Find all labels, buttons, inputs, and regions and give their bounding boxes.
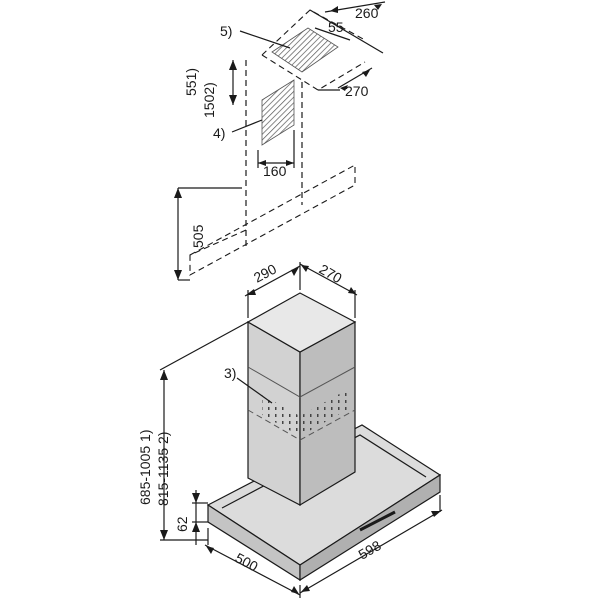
control-strip [359, 510, 396, 532]
range-hood-3d [159, 262, 443, 598]
hood-outline-dashed [189, 164, 356, 276]
dim-270-top: 270 [345, 83, 369, 99]
note-3: 3) [224, 365, 236, 381]
vent-slots [262, 395, 298, 435]
dim-505: 505 [190, 224, 206, 248]
height-range-1: 685-1005 1) [137, 429, 153, 505]
dim-160: 160 [263, 163, 287, 179]
dim-290: 290 [251, 260, 279, 285]
dim-55-1: 551) [183, 68, 199, 96]
note-4: 4) [213, 125, 225, 141]
dim-150-2: 1502) [201, 82, 217, 118]
note-5: 5) [220, 23, 232, 39]
mounting-detail [174, 1, 386, 281]
ceiling-opening-hatch [271, 27, 339, 73]
dim-260: 260 [355, 5, 379, 21]
dim-270-chimney: 270 [317, 261, 345, 287]
dim-55: 55 [328, 19, 344, 35]
dim-62: 62 [174, 516, 190, 532]
canopy-side [299, 473, 441, 582]
wall-opening-hatch [261, 79, 295, 146]
chimney-top [246, 292, 357, 353]
height-range-2: 815-1135 2) [155, 432, 171, 506]
